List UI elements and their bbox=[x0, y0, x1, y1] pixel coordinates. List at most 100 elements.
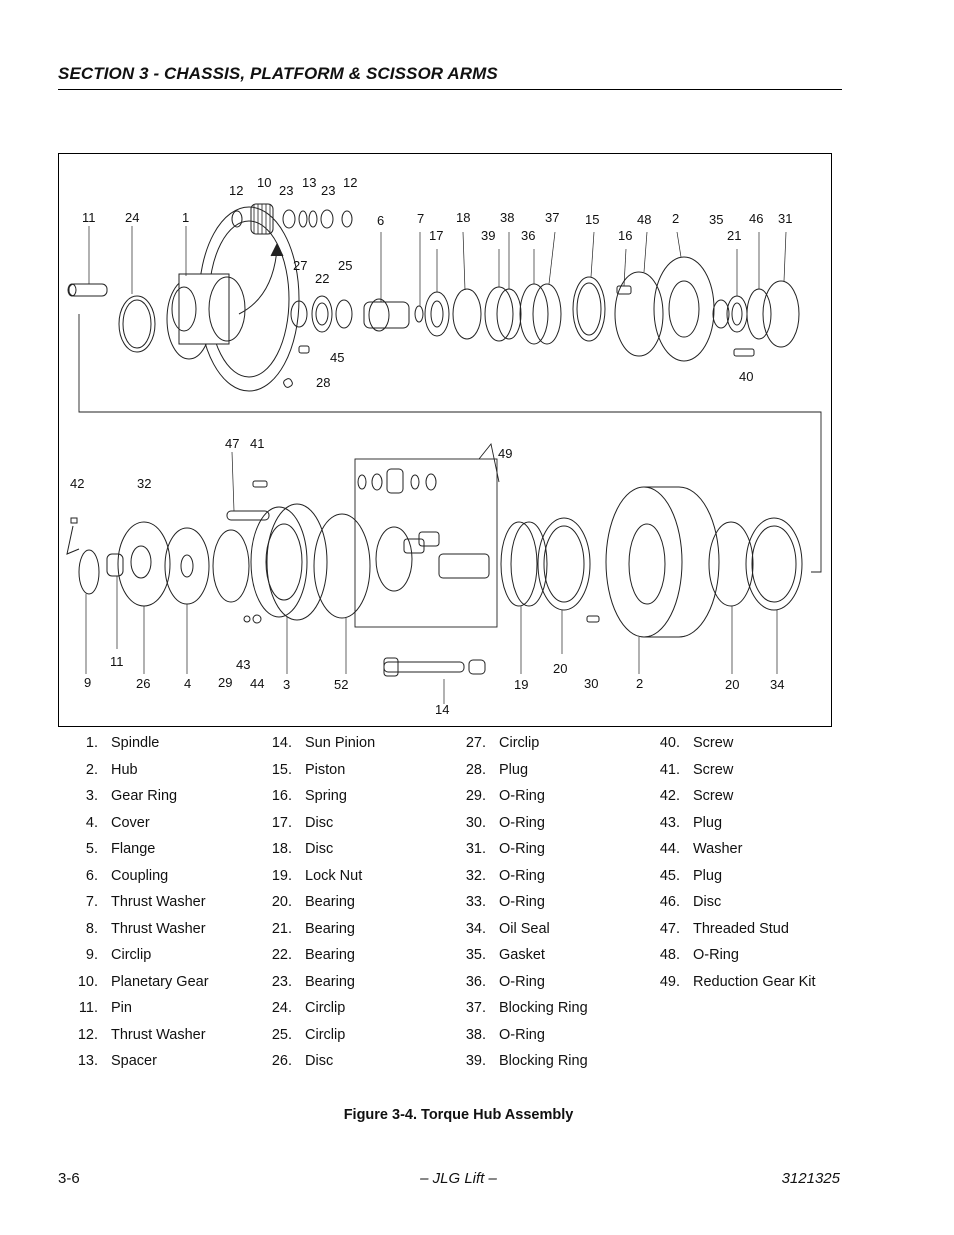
part-number: 22. bbox=[271, 947, 292, 963]
callout-label: 31 bbox=[778, 211, 793, 226]
list-item: 26.Disc bbox=[264, 1053, 458, 1080]
list-item: 15.Piston bbox=[264, 762, 458, 789]
callout-label: 20 bbox=[553, 661, 568, 676]
callout-label: 43 bbox=[236, 657, 251, 672]
page-number: 3-6 bbox=[58, 1170, 80, 1187]
callout-label: 38 bbox=[500, 210, 515, 225]
part-number: 27. bbox=[465, 735, 486, 751]
part-number: 28. bbox=[465, 761, 486, 778]
callout-label: 23 bbox=[321, 183, 336, 198]
part-name: Disc bbox=[305, 1053, 334, 1069]
parts-column: 14.Sun Pinion 15.Piston 16.Spring 17.Dis… bbox=[264, 735, 458, 1080]
part-number: 10. bbox=[77, 973, 98, 990]
part-name: Reduction Gear Kit bbox=[693, 973, 816, 990]
callout-label: 3 bbox=[283, 677, 291, 692]
callout-label: 13 bbox=[302, 175, 317, 190]
callout-label: 20 bbox=[725, 677, 740, 692]
list-item: 23.Bearing bbox=[264, 974, 458, 1001]
list-item: 42.Screw bbox=[652, 788, 846, 815]
part-name: Coupling bbox=[111, 867, 169, 884]
part-number: 18. bbox=[271, 841, 292, 857]
part-number: 25. bbox=[271, 1026, 292, 1043]
callout-label: 48 bbox=[637, 212, 652, 227]
part-number: 19. bbox=[271, 867, 292, 884]
list-item: 5. Flange bbox=[70, 841, 264, 868]
list-item: 2.Hub bbox=[70, 762, 264, 789]
part-name: Bearing bbox=[305, 973, 355, 990]
list-item: 33.O-Ring bbox=[458, 894, 652, 921]
callout-label: 46 bbox=[749, 211, 764, 226]
part-name: Lock Nut bbox=[305, 867, 363, 884]
part-name: Thrust Washer bbox=[111, 920, 206, 937]
callout-label: 41 bbox=[250, 436, 265, 451]
callout-label: 2 bbox=[636, 676, 644, 691]
part-number: 24. bbox=[271, 1000, 292, 1016]
part-number: 44. bbox=[659, 841, 680, 857]
callout-label: 1 bbox=[182, 210, 190, 225]
part-name: Threaded Stud bbox=[693, 920, 789, 937]
part-name: O-Ring bbox=[693, 947, 739, 963]
callout-label: 35 bbox=[709, 212, 724, 227]
part-name: Screw bbox=[693, 788, 734, 804]
part-name: O-Ring bbox=[499, 814, 545, 831]
list-item: 4.Cover bbox=[70, 815, 264, 842]
part-name: Planetary Gear bbox=[111, 973, 209, 990]
figure-caption: Figure 3-4. Torque Hub Assembly bbox=[343, 1107, 574, 1123]
list-item: 18.Disc bbox=[264, 841, 458, 868]
callout-label: 26 bbox=[136, 676, 151, 691]
list-item: 29.O-Ring bbox=[458, 788, 652, 815]
list-item: 25.Circlip bbox=[264, 1027, 458, 1054]
list-item: 27.Circlip bbox=[458, 735, 652, 762]
list-item: 36.O-Ring bbox=[458, 974, 652, 1001]
callout-label: 7 bbox=[417, 211, 425, 226]
callout-label: 11 bbox=[82, 210, 96, 225]
part-name: Spindle bbox=[111, 735, 160, 751]
list-item: 16.Spring bbox=[264, 788, 458, 815]
document-number: 3121325 bbox=[781, 1170, 840, 1187]
callout-label: 25 bbox=[338, 258, 353, 273]
part-name: Bearing bbox=[305, 894, 355, 910]
list-item: 47.Threaded Stud bbox=[652, 921, 846, 948]
list-item: 22.Bearing bbox=[264, 947, 458, 974]
part-name: O-Ring bbox=[499, 788, 545, 804]
part-number: 21. bbox=[271, 920, 292, 937]
list-item: 39.Blocking Ring bbox=[458, 1053, 652, 1080]
part-number: 33. bbox=[465, 894, 486, 910]
assembly-link-line bbox=[78, 314, 822, 573]
part-name: Gear Ring bbox=[111, 788, 178, 804]
part-number: 13. bbox=[77, 1053, 98, 1069]
callout-label: 16 bbox=[618, 228, 633, 243]
callout-label: 52 bbox=[334, 677, 349, 692]
callout-label: 24 bbox=[125, 210, 140, 225]
part-name: O-Ring bbox=[499, 867, 545, 884]
part-name: Disc bbox=[693, 894, 722, 910]
torque-hub-drawing bbox=[66, 203, 822, 704]
callout-label: 2 bbox=[672, 211, 680, 226]
part-number: 1. bbox=[85, 735, 98, 751]
list-item: 17.Disc bbox=[264, 815, 458, 842]
part-number: 37. bbox=[465, 1000, 486, 1016]
callout-label: 21 bbox=[727, 228, 742, 243]
callout-label: 49 bbox=[498, 446, 513, 461]
list-item: 6. Coupling bbox=[70, 868, 264, 895]
list-item: 37.Blocking Ring bbox=[458, 1000, 652, 1027]
part-number: 3. bbox=[85, 788, 98, 804]
part-name: Plug bbox=[693, 814, 723, 831]
part-number: 6. bbox=[85, 867, 98, 884]
list-item: 46.Disc bbox=[652, 894, 846, 921]
callout-label: 11 bbox=[110, 654, 124, 669]
callout-label: 15 bbox=[585, 212, 600, 227]
parts-column: 40.Screw 41.Screw 42.Screw 43.Plug 44.Wa… bbox=[652, 735, 846, 1080]
list-item: 21.Bearing bbox=[264, 921, 458, 948]
list-item: 44.Washer bbox=[652, 841, 846, 868]
part-name: Plug bbox=[499, 761, 529, 778]
part-number: 5. bbox=[85, 841, 98, 857]
callout-label: 42 bbox=[70, 476, 85, 491]
list-item: 20.Bearing bbox=[264, 894, 458, 921]
part-name: Flange bbox=[111, 841, 156, 857]
part-name: O-Ring bbox=[499, 973, 545, 990]
list-item: 10. Planetary Gear bbox=[70, 974, 264, 1001]
part-name: Sun Pinion bbox=[305, 735, 376, 751]
callout-label: 39 bbox=[481, 228, 496, 243]
part-number: 48. bbox=[659, 947, 680, 963]
